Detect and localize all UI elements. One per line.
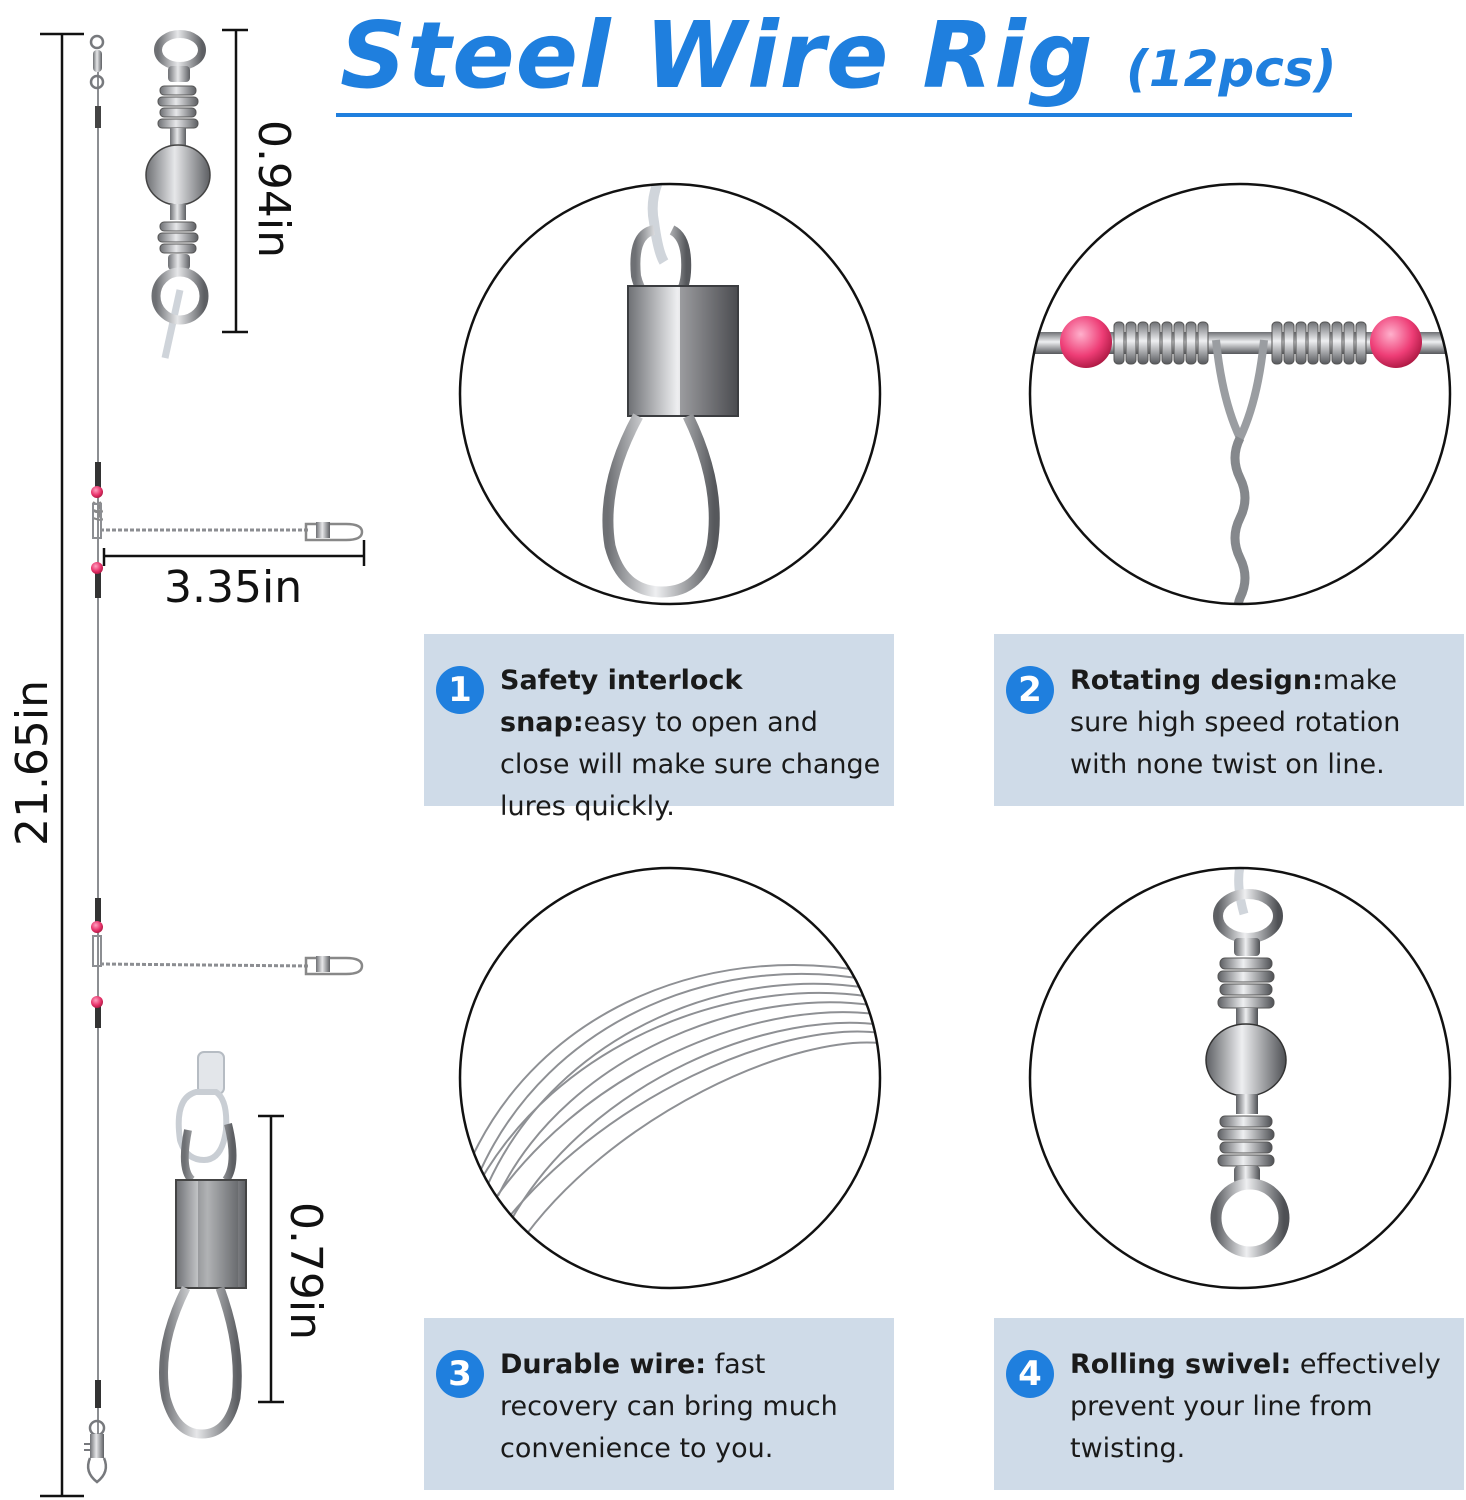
feature-title: Durable wire: xyxy=(500,1349,707,1380)
snap-length-rule xyxy=(258,1114,284,1404)
feature-number-badge: 1 xyxy=(436,666,484,714)
snap-length-label: 0.79in xyxy=(280,1201,331,1341)
total-length-label: 21.65in xyxy=(7,679,58,847)
lower-branch-icon xyxy=(91,921,364,1008)
feature-text: easy to open and close will make sure ch… xyxy=(500,707,881,822)
page-title: Steel Wire Rig xyxy=(340,2,1094,109)
feature-text: make sure high speed rotation with none … xyxy=(1070,665,1401,780)
feature-text: effectively prevent your line from twist… xyxy=(1070,1349,1441,1464)
branch-length-label: 3.35in xyxy=(164,562,303,613)
feature-number-badge: 3 xyxy=(436,1350,484,1398)
safety-snap-icon xyxy=(458,182,882,606)
feature-description: Rotating design:make sure high speed rot… xyxy=(1070,660,1452,786)
feature-title: Safety interlock snap: xyxy=(500,665,743,738)
feature-description: Rolling swivel: effectively prevent your… xyxy=(1070,1344,1452,1470)
feature-number-badge: 4 xyxy=(1006,1350,1054,1398)
feature-card-3: 3 Durable wire: fast recovery can bring … xyxy=(424,1318,894,1490)
branch-length-rule xyxy=(102,540,366,566)
page-subtitle: (12pcs) xyxy=(1126,40,1337,98)
swivel-zoom-icon xyxy=(145,30,211,359)
top-swivel-icon xyxy=(89,34,105,128)
swivel-length-rule xyxy=(222,28,248,334)
snap-zoom-icon xyxy=(146,1051,247,1439)
rolling-swivel-icon xyxy=(1028,866,1452,1290)
title-underline xyxy=(336,113,1352,117)
feature-card-1: 1 Safety interlock snap:easy to open and… xyxy=(424,634,894,822)
upper-branch-icon xyxy=(91,486,364,574)
total-length-rule xyxy=(40,32,84,1498)
feature-card-2: 2 Rotating design:make sure high speed r… xyxy=(994,634,1464,806)
coiled-wire-icon xyxy=(458,866,882,1290)
feature-description: Durable wire: fast recovery can bring mu… xyxy=(500,1344,882,1470)
feature-text: fast recovery can bring much convenience… xyxy=(500,1349,838,1464)
feature-description: Safety interlock snap:easy to open and c… xyxy=(500,660,882,828)
title-banner: Steel Wire Rig (12pcs) xyxy=(336,0,1356,122)
feature-title: Rotating design: xyxy=(1070,665,1323,696)
feature-title: Rolling swivel: xyxy=(1070,1349,1292,1380)
bottom-mini-snap-icon xyxy=(84,1419,108,1484)
rig-diagram xyxy=(40,28,366,1498)
rotating-bead-icon xyxy=(1028,182,1452,606)
feature-number-badge: 2 xyxy=(1006,666,1054,714)
feature-card-4: 4 Rolling swivel: effectively prevent yo… xyxy=(994,1318,1464,1490)
swivel-length-label: 0.94in xyxy=(248,119,299,259)
